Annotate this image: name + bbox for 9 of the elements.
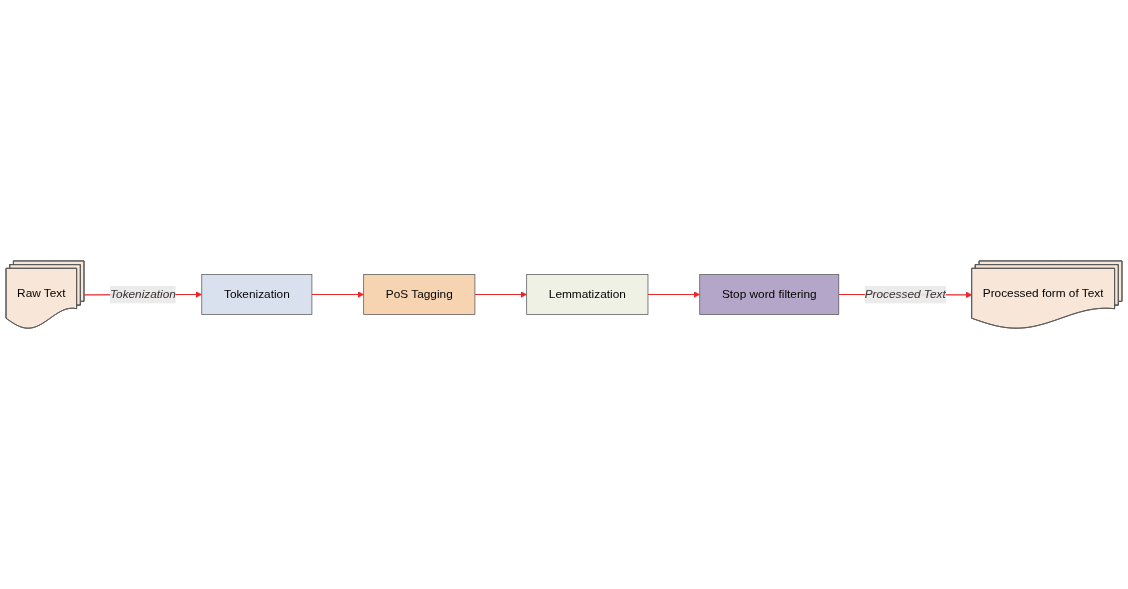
node-box: PoS Tagging bbox=[363, 274, 476, 315]
node-box: Tokenization bbox=[201, 274, 313, 315]
edge-label: Processed Text bbox=[864, 287, 946, 301]
arrow bbox=[647, 291, 701, 298]
node-box: Lemmatization bbox=[526, 274, 649, 315]
arrow bbox=[311, 291, 364, 298]
edge-label: Tokenization bbox=[109, 287, 176, 301]
arrow bbox=[474, 291, 527, 298]
node-box: Stop word filtering bbox=[699, 274, 840, 315]
